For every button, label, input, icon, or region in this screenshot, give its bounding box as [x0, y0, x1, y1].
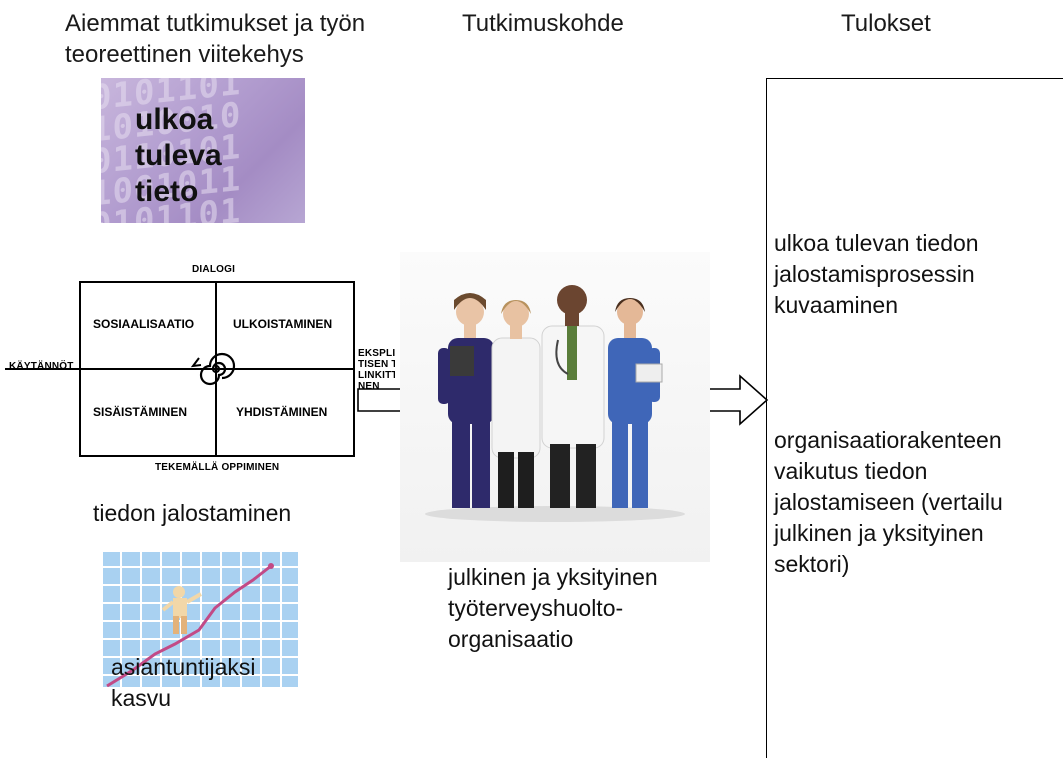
- result-item-line: jalostamisprosessin: [774, 261, 975, 287]
- growth-line: [106, 564, 272, 688]
- sector-label-line: julkinen ja yksityinen: [448, 564, 658, 590]
- result-item-line: organisaatiorakenteen: [774, 427, 1002, 453]
- growth-chart-illustration: [103, 552, 298, 688]
- expert-growth-label-line: asiantuntijaksi: [111, 654, 256, 680]
- doctor-figure-woman: [491, 300, 541, 508]
- seci-right-axis-line: LINKITT: [358, 370, 395, 381]
- healthcare-staff-photo: [400, 252, 710, 562]
- seci-bottom-axis-label: TEKEMÄLLÄ OPPIMINEN: [155, 462, 280, 473]
- expert-growth-label-line: kasvu: [111, 685, 172, 711]
- column-heading-results: Tulokset: [841, 10, 931, 37]
- seci-right-axis-line: NEN: [358, 381, 380, 392]
- seci-right-axis-line: EKSPLIS: [358, 348, 395, 359]
- sector-label: julkinen ja yksityinen työterveyshuolto-…: [448, 562, 708, 655]
- column-heading-prior-research: Aiemmat tutkimukset ja työn teoreettinen…: [65, 10, 366, 68]
- spiral-icon: [190, 352, 236, 386]
- growth-chart-clipart: [103, 552, 298, 688]
- column-heading-research-target: Tutkimuskohde: [462, 10, 624, 37]
- climbing-person-icon: [161, 586, 202, 634]
- seci-top-axis-label: DIALOGI: [192, 264, 236, 275]
- results-box: [766, 78, 1063, 758]
- knowledge-refinement-label: tiedon jalostaminen: [93, 500, 292, 526]
- seci-model-diagram: DIALOGI TEKEMÄLLÄ OPPIMINEN KÄYTÄNNÖT EK…: [5, 258, 395, 478]
- result-item-line: julkinen ja yksityinen: [774, 520, 984, 546]
- seci-cell-externalization: ULKOISTAMINEN: [233, 317, 333, 331]
- sector-label-line: organisaatio: [448, 626, 574, 652]
- seci-cell-combination: YHDISTÄMINEN: [236, 405, 328, 419]
- sector-label-line: työterveyshuolto-: [448, 595, 624, 621]
- expert-growth-label: asiantuntijaksi kasvu: [111, 652, 255, 714]
- doctor-figure-man: [541, 285, 605, 508]
- nurse-figure-blue: [608, 298, 663, 508]
- seci-cell-socialization: SOSIAALISAATIO: [93, 317, 195, 331]
- result-item-2: organisaatiorakenteen vaikutus tiedon ja…: [774, 425, 1059, 580]
- seci-right-axis-label: EKSPLIS TISEN T LINKITT NEN: [358, 348, 395, 392]
- result-item-line: sektori): [774, 551, 850, 577]
- result-item-line: vaikutus tiedon: [774, 458, 928, 484]
- result-item-line: ulkoa tulevan tiedon: [774, 230, 979, 256]
- seci-left-axis-label: KÄYTÄNNÖT: [9, 361, 74, 372]
- binary-data-image: 0101101 1010010 0110101 1001011 0101101 …: [101, 78, 305, 223]
- seci-cell-internalization: SISÄISTÄMINEN: [93, 405, 188, 419]
- result-item-line: jalostamiseen (vertailu: [774, 489, 1003, 515]
- result-item-line: kuvaaminen: [774, 292, 899, 318]
- external-knowledge-label: ulkoa tuleva tieto: [135, 102, 222, 210]
- healthcare-staff-illustration: [425, 285, 685, 522]
- external-knowledge-label-line: tieto: [135, 175, 199, 208]
- external-knowledge-label-line: ulkoa: [135, 103, 214, 136]
- seci-grid: [5, 281, 355, 457]
- seci-right-axis-line: TISEN T: [358, 359, 395, 370]
- external-knowledge-label-line: tuleva: [135, 139, 222, 172]
- result-item-1: ulkoa tulevan tiedon jalostamisprosessin…: [774, 228, 1054, 321]
